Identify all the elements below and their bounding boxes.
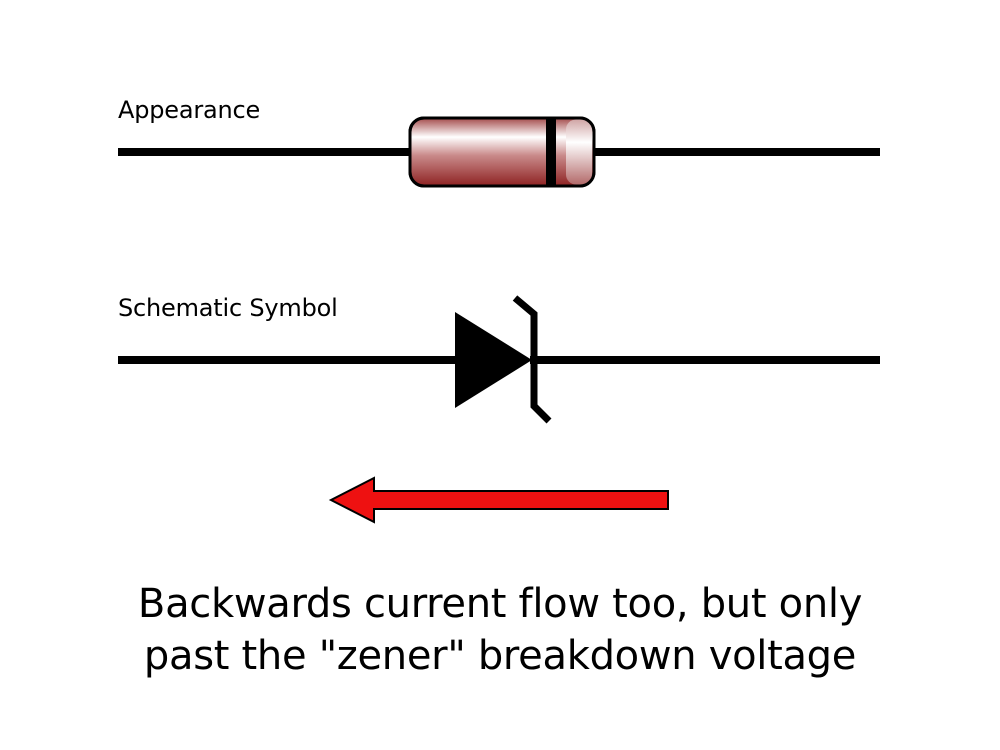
caption-line-2: past the "zener" breakdown voltage [143,633,857,679]
cathode-band [546,119,556,185]
zener-schematic-symbol [118,295,880,424]
reverse-current-arrow [328,476,669,524]
diode-end-cap [566,119,592,185]
diode-appearance [118,116,880,188]
zener-cathode-bar [512,295,552,424]
diode-triangle [455,312,532,408]
diode-outline [408,116,596,188]
caption: Backwards current flow too, but only pas… [0,578,1000,682]
schematic-symbol-label: Schematic Symbol [118,294,338,322]
caption-line-1: Backwards current flow too, but only [137,581,863,627]
appearance-label: Appearance [118,96,261,124]
